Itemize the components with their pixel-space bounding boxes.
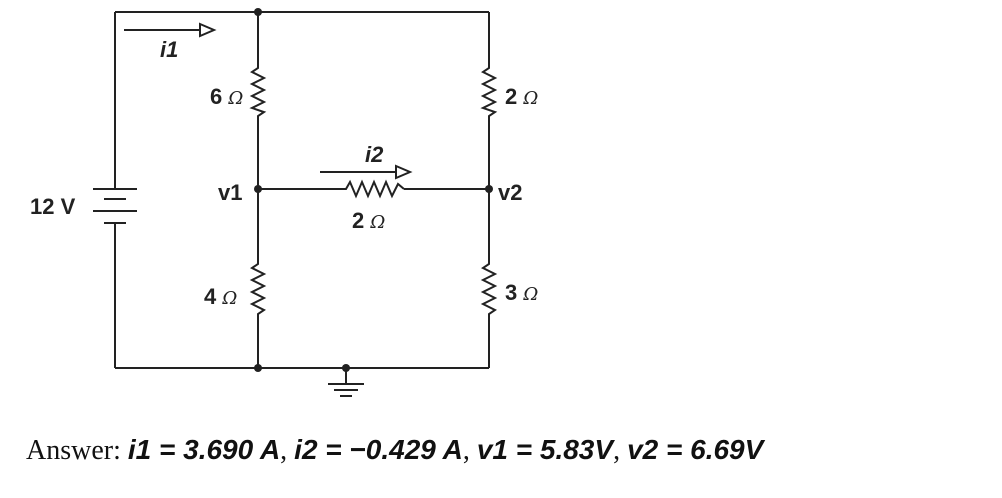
answer-v1: v1 = 5.83V xyxy=(476,434,614,465)
resistor-top-right-symbol xyxy=(480,62,498,118)
resistor-bottom-left-label: 4 Ω xyxy=(204,284,237,309)
battery-symbol xyxy=(93,188,137,224)
answer-prefix: Answer: xyxy=(26,435,121,466)
resistor-bottom-right-label: 3 Ω xyxy=(505,280,538,305)
current-i2-arrow xyxy=(320,164,413,180)
answer-v2: v2 = 6.69V xyxy=(627,434,764,465)
answer-i2: i2 = −0.429 A xyxy=(294,434,463,465)
answer-separator: , xyxy=(613,435,621,466)
resistor-middle-label: 2 Ω xyxy=(352,208,385,233)
answer-separator: , xyxy=(462,435,470,466)
resistor-top-left-label: 6 Ω xyxy=(210,84,243,109)
circuit-diagram: 12 V i1 i2 v1 v2 6 Ω 4 Ω 2 Ω 3 Ω 2 Ω xyxy=(30,8,538,397)
current-i1-arrow xyxy=(124,22,217,38)
node-v2-label: v2 xyxy=(498,180,522,205)
resistor-bottom-right-symbol xyxy=(480,258,498,318)
resistor-top-right-label: 2 Ω xyxy=(505,84,538,109)
resistor-top-left-symbol xyxy=(249,62,267,118)
answer-i1: i1 = 3.690 A xyxy=(127,434,281,465)
resistor-bottom-left-symbol xyxy=(249,258,267,318)
ground-symbol xyxy=(328,368,364,397)
node-v1-label: v1 xyxy=(218,180,242,205)
resistor-middle-symbol xyxy=(342,179,405,199)
answer-line: Answer: i1 = 3.690 A, i2 = −0.429 A, v1 … xyxy=(26,434,763,467)
source-voltage-label: 12 V xyxy=(30,194,76,219)
current-i2-label: i2 xyxy=(365,142,384,167)
current-i1-label: i1 xyxy=(160,37,178,62)
answer-separator: , xyxy=(280,435,288,466)
wires xyxy=(114,11,490,369)
